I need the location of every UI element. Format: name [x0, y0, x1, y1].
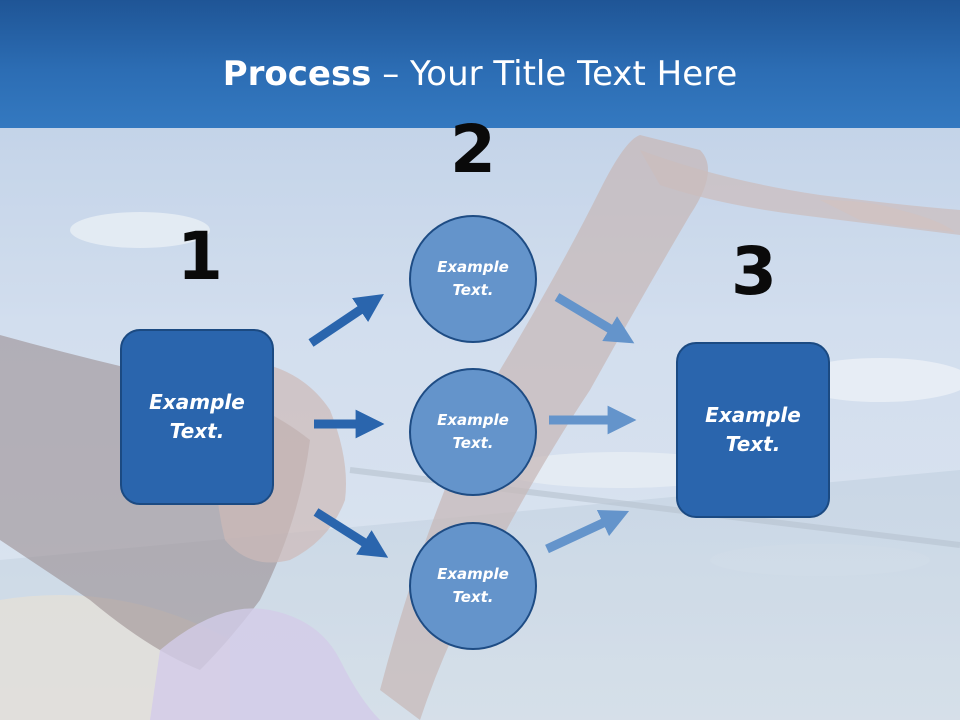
- page-title: Process – Your Title Text Here: [0, 52, 960, 96]
- step-2-circle-middle: Example Text.: [409, 368, 537, 496]
- step-number-2: 2: [450, 111, 496, 188]
- step-1-box: Example Text.: [120, 329, 274, 505]
- step-1-text: Example Text.: [149, 390, 245, 443]
- arrow-bottom-to-3: [545, 509, 630, 554]
- arrow-top-to-3: [554, 293, 635, 344]
- arrow-1-to-top: [308, 293, 384, 347]
- step-2-circle-middle-text: Example Text.: [437, 411, 509, 452]
- title-rest: – Your Title Text Here: [371, 54, 738, 94]
- arrow-1-to-bottom: [313, 508, 389, 558]
- step-2-circle-bottom-text: Example Text.: [437, 565, 509, 606]
- header-band: [0, 0, 960, 128]
- step-number-3: 3: [731, 233, 777, 310]
- title-bold: Process: [222, 54, 372, 94]
- step-number-1: 1: [177, 218, 223, 295]
- step-2-circle-top-text: Example Text.: [437, 258, 509, 299]
- step-2-circle-top: Example Text.: [409, 215, 537, 343]
- step-2-circle-bottom: Example Text.: [409, 522, 537, 650]
- step-3-text: Example Text.: [705, 403, 801, 456]
- step-3-box: Example Text.: [676, 342, 830, 518]
